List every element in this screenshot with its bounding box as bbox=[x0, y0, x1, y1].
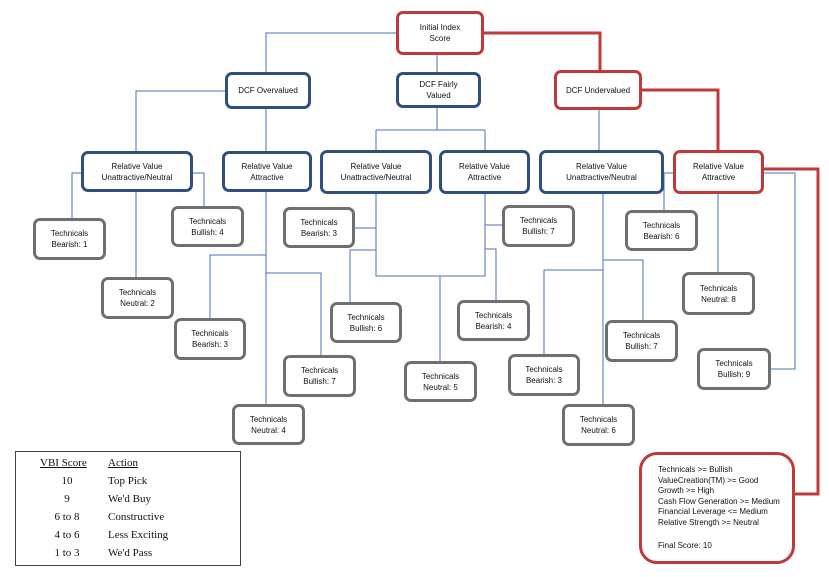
technicals-neutral-2-node: Technicals Neutral: 2 bbox=[101, 277, 174, 319]
legend-score: 4 to 6 bbox=[54, 529, 80, 541]
link-bear1 bbox=[71, 172, 84, 218]
node-label: Technicals Neutral: 2 bbox=[118, 288, 157, 308]
node-label: Technicals Neutral: 5 bbox=[421, 371, 460, 392]
link-bull7a bbox=[266, 272, 322, 355]
technicals-bullish-4-node: Technicals Bullish: 4 bbox=[171, 206, 244, 247]
node-label: Technicals Bullish: 7 bbox=[519, 216, 558, 236]
node-label: Relative Value Attractive bbox=[241, 161, 293, 182]
criterion-financial-leverage: Financial Leverage <= Medium bbox=[658, 507, 768, 517]
technicals-bullish-9-node: Technicals Bullish: 9 bbox=[697, 348, 771, 390]
legend-score: 1 to 3 bbox=[54, 547, 80, 559]
dcf-fairly-valued-node: DCF Fairly Valued bbox=[396, 72, 481, 108]
technicals-neutral-4-node: Technicals Neutral: 4 bbox=[232, 404, 305, 445]
node-label: Technicals Bullish: 9 bbox=[715, 359, 753, 379]
technicals-bullish-7-node: Technicals Bullish: 7 bbox=[502, 205, 575, 247]
technicals-bullish-7-node: Technicals Bullish: 7 bbox=[283, 355, 356, 397]
rv-under-unattractive-node: Relative Value Unattractive/Neutral bbox=[539, 150, 664, 194]
link-bull4 bbox=[191, 172, 205, 206]
node-label: Technicals Neutral: 4 bbox=[249, 414, 288, 435]
link-bear4 bbox=[485, 248, 497, 300]
node-label: Technicals Bearish: 4 bbox=[474, 310, 513, 331]
technicals-neutral-8-node: Technicals Neutral: 8 bbox=[682, 272, 755, 315]
criterion-cash-flow: Cash Flow Generation >= Medium bbox=[658, 496, 780, 506]
node-label: Technicals Neutral: 8 bbox=[699, 283, 738, 304]
technicals-bearish-4-node: Technicals Bearish: 4 bbox=[457, 300, 530, 341]
legend-action: We'd Pass bbox=[108, 547, 153, 559]
node-label: Relative Value Attractive bbox=[459, 162, 510, 182]
rv-under-attractive-node: Relative Value Attractive bbox=[673, 150, 764, 194]
link-bear3c bbox=[543, 269, 603, 354]
technicals-bullish-7-node: Technicals Bullish: 7 bbox=[605, 320, 678, 362]
technicals-neutral-6-node: Technicals Neutral: 6 bbox=[562, 404, 635, 446]
node-label: Technicals Bullish: 4 bbox=[188, 216, 227, 237]
node-label: Technicals Bearish: 3 bbox=[191, 329, 229, 349]
node-label: Technicals Neutral: 6 bbox=[579, 415, 618, 435]
criterion-technicals: Technicals >= Bullish bbox=[658, 465, 733, 474]
node-label: Technicals Bullish: 6 bbox=[347, 312, 385, 333]
legend-header-action: Action bbox=[108, 457, 138, 469]
node-label: Relative Value Unattractive/Neutral bbox=[101, 161, 173, 182]
legend-action: Constructive bbox=[108, 511, 165, 523]
link-fairun-stem bbox=[375, 194, 440, 277]
legend-action: Less Exciting bbox=[108, 529, 169, 541]
node-label: DCF Undervalued bbox=[565, 85, 631, 95]
technicals-neutral-5-node: Technicals Neutral: 5 bbox=[404, 361, 477, 402]
link-over-rvun bbox=[135, 90, 227, 151]
node-label: Relative Value Unattractive/Neutral bbox=[340, 162, 412, 182]
summary-text: Technicals >= Bullish ValueCreation(TM) … bbox=[658, 465, 780, 551]
legend-action: We'd Buy bbox=[108, 493, 151, 505]
link-bear3a bbox=[209, 254, 266, 318]
node-label: Technicals Bearish: 1 bbox=[50, 229, 89, 249]
technicals-bullish-6-node: Technicals Bullish: 6 bbox=[330, 302, 402, 343]
link-bull7c bbox=[603, 259, 644, 320]
node-label: Relative Value Unattractive/Neutral bbox=[566, 162, 637, 182]
legend-row: 9 We'd Buy bbox=[16, 493, 240, 511]
node-label: DCF Fairly Valued bbox=[419, 80, 458, 100]
legend-action: Top Pick bbox=[108, 475, 148, 487]
technicals-bearish-3-node: Technicals Bearish: 3 bbox=[283, 207, 355, 248]
node-label: DCF Overvalued bbox=[238, 86, 298, 95]
technicals-bearish-6-node: Technicals Bearish: 6 bbox=[625, 210, 698, 251]
dcf-undervalued-node: DCF Undervalued bbox=[554, 70, 642, 110]
link-initial-over bbox=[265, 32, 398, 72]
legend-score: 9 bbox=[64, 493, 70, 505]
node-label: Relative Value Attractive bbox=[693, 162, 744, 182]
legend-score: 10 bbox=[61, 475, 73, 487]
final-score-text: Final Score: 10 bbox=[658, 540, 712, 550]
red-path-att-summary bbox=[763, 167, 820, 496]
legend-row: 4 to 6 Less Exciting bbox=[16, 529, 240, 547]
red-path-under-att bbox=[641, 88, 720, 150]
criterion-growth: Growth >= High bbox=[658, 486, 715, 496]
rv-fair-unattractive-node: Relative Value Unattractive/Neutral bbox=[320, 150, 432, 194]
rv-fair-attractive-node: Relative Value Attractive bbox=[439, 150, 530, 194]
node-label: Technicals Bullish: 7 bbox=[300, 366, 339, 386]
legend-score: 6 to 8 bbox=[54, 511, 80, 523]
rv-over-attractive-node: Relative Value Attractive bbox=[222, 151, 312, 192]
technicals-bearish-3-node: Technicals Bearish: 3 bbox=[174, 318, 246, 360]
vbi-score-legend: VBI Score Action 10 Top Pick 9 We'd Buy … bbox=[15, 451, 241, 566]
initial-index-score-node: Initial Index Score bbox=[396, 11, 484, 55]
dcf-overvalued-node: DCF Overvalued bbox=[225, 72, 311, 109]
node-label: Technicals Bearish: 6 bbox=[642, 220, 681, 241]
technicals-bearish-3-node: Technicals Bearish: 3 bbox=[508, 354, 580, 396]
legend-row: 10 Top Pick bbox=[16, 475, 240, 493]
rv-over-unattractive-node: Relative Value Unattractive/Neutral bbox=[81, 151, 193, 192]
node-label: Initial Index Score bbox=[419, 23, 461, 43]
technicals-bearish-1-node: Technicals Bearish: 1 bbox=[33, 218, 106, 260]
link-bull6a bbox=[349, 249, 376, 302]
red-path-initial-under bbox=[484, 31, 602, 70]
node-label: Technicals Bearish: 3 bbox=[300, 217, 338, 238]
node-label: Technicals Bearish: 3 bbox=[525, 365, 563, 385]
final-score-summary-box: Technicals >= Bullish ValueCreation(TM) … bbox=[639, 452, 795, 564]
criterion-relative-strength: Relative Strength >= Neutral bbox=[658, 517, 759, 527]
legend-row: 6 to 8 Constructive bbox=[16, 511, 240, 529]
link-bull9 bbox=[764, 172, 796, 370]
legend-row: 1 to 3 We'd Pass bbox=[16, 547, 240, 565]
criterion-value-creation: ValueCreation(TM) >= Good bbox=[658, 475, 759, 485]
legend-header-score: VBI Score bbox=[40, 457, 87, 469]
node-label: Technicals Bullish: 7 bbox=[622, 331, 661, 351]
link-fairatt-stem bbox=[440, 194, 486, 277]
